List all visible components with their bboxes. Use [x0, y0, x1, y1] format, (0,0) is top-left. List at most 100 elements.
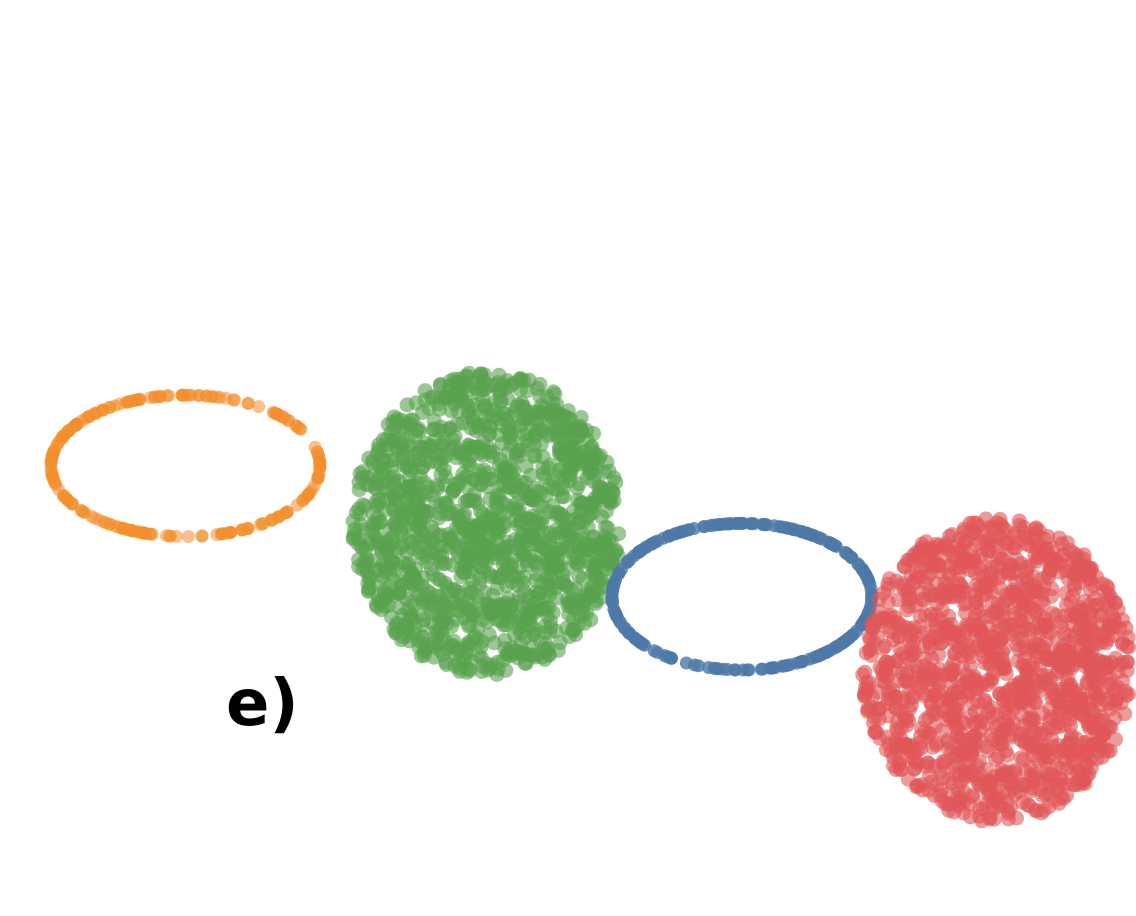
series-1 — [345, 365, 627, 682]
scatter-point — [437, 434, 452, 450]
scatter-point — [422, 600, 438, 616]
scatter-point — [1011, 675, 1027, 691]
scatter-point — [1097, 596, 1113, 612]
scatter-point — [939, 618, 955, 634]
scatter-point — [1073, 561, 1089, 577]
scatter-point — [391, 473, 407, 489]
scatter-point — [968, 626, 983, 642]
scatter-point — [1058, 563, 1074, 579]
scatter-point — [970, 694, 986, 710]
scatter-point — [519, 432, 535, 448]
scatter-point — [928, 607, 944, 623]
scatter-point — [928, 618, 944, 634]
scatter-point — [418, 548, 434, 564]
scatter-point — [925, 739, 941, 755]
scatter-point — [476, 373, 492, 389]
scatter-point — [1021, 596, 1037, 612]
scatter-point — [935, 770, 951, 786]
scatter-point — [575, 571, 591, 587]
scatter-point — [768, 661, 782, 675]
scatter-point — [355, 497, 371, 513]
scatter-point — [533, 484, 549, 500]
scatter-point — [861, 702, 876, 718]
scatter-point — [436, 612, 452, 628]
scatter-point — [496, 617, 512, 633]
scatter-point — [264, 513, 278, 527]
scatter-point — [424, 519, 440, 535]
scatter-point — [863, 647, 879, 663]
scatter-point — [252, 400, 266, 414]
scatter-point — [402, 417, 418, 433]
scatter-point — [449, 445, 465, 461]
scatter-point — [968, 593, 984, 609]
scatter-point — [363, 535, 379, 551]
scatter-point — [372, 562, 388, 578]
scatter-point — [594, 509, 610, 525]
scatter-point — [533, 634, 548, 650]
scatter-point — [368, 494, 384, 510]
scatter-point — [728, 663, 742, 677]
scatter-point — [1009, 810, 1024, 826]
scatter-point — [1041, 750, 1057, 766]
scatter-point — [563, 599, 579, 615]
scatter-point — [503, 598, 519, 614]
scatter-point — [571, 476, 587, 492]
scatter-point — [1094, 739, 1110, 755]
scatter-point — [402, 610, 418, 626]
scatter-point — [46, 470, 60, 484]
scatter-point — [834, 637, 848, 651]
scatter-point — [773, 520, 787, 534]
scatter-point — [560, 403, 576, 419]
scatter-point — [162, 389, 176, 403]
scatter-point — [124, 523, 138, 537]
scatter-point — [1036, 802, 1052, 818]
scatter-point — [447, 646, 463, 662]
scatter-point — [414, 629, 430, 645]
scatter-point — [355, 561, 371, 577]
scatter-point — [886, 660, 902, 676]
scatter-point — [542, 582, 558, 598]
scatter-point — [497, 632, 513, 648]
scatter-point — [663, 529, 677, 543]
scatter-point — [1009, 552, 1025, 568]
scatter-point — [1053, 790, 1069, 805]
scatter-point — [513, 382, 528, 398]
scatter-point — [985, 520, 1001, 536]
scatter-point — [864, 689, 880, 705]
scatter-point — [488, 569, 504, 585]
scatter-point — [664, 651, 678, 665]
scatter-point — [1075, 774, 1091, 790]
scatter-point — [994, 609, 1010, 625]
scatter-point — [907, 575, 923, 591]
scatter-point — [913, 560, 929, 576]
scatter-point — [957, 770, 972, 786]
scatter-point — [447, 481, 463, 497]
scatter-point — [241, 396, 255, 410]
scatter-point — [1029, 541, 1045, 557]
scatter-point — [913, 734, 929, 750]
scatter-point — [147, 390, 161, 404]
scatter-point — [647, 644, 661, 658]
scatter-point — [918, 534, 934, 550]
scatter-point — [877, 675, 893, 691]
scatter-point — [651, 534, 664, 548]
scatter-point — [392, 540, 408, 556]
scatter-point — [789, 656, 803, 670]
scatter-point — [369, 599, 385, 615]
scatter-point — [160, 529, 173, 543]
scatter-point — [922, 636, 938, 652]
scatter-point — [421, 401, 437, 416]
scatter-point — [1118, 620, 1134, 636]
scatter-point — [876, 585, 891, 601]
scatter-point — [566, 551, 582, 567]
scatter-point — [508, 501, 524, 517]
scatter-point — [235, 523, 249, 537]
scatter-point — [980, 672, 996, 688]
scatter-point — [1038, 675, 1054, 691]
scatter-point — [446, 535, 462, 551]
scatter-point — [475, 447, 491, 463]
scatter-point — [555, 480, 571, 496]
series-0 — [44, 388, 327, 543]
scatter-point — [913, 720, 929, 736]
scatter-point — [599, 454, 615, 470]
